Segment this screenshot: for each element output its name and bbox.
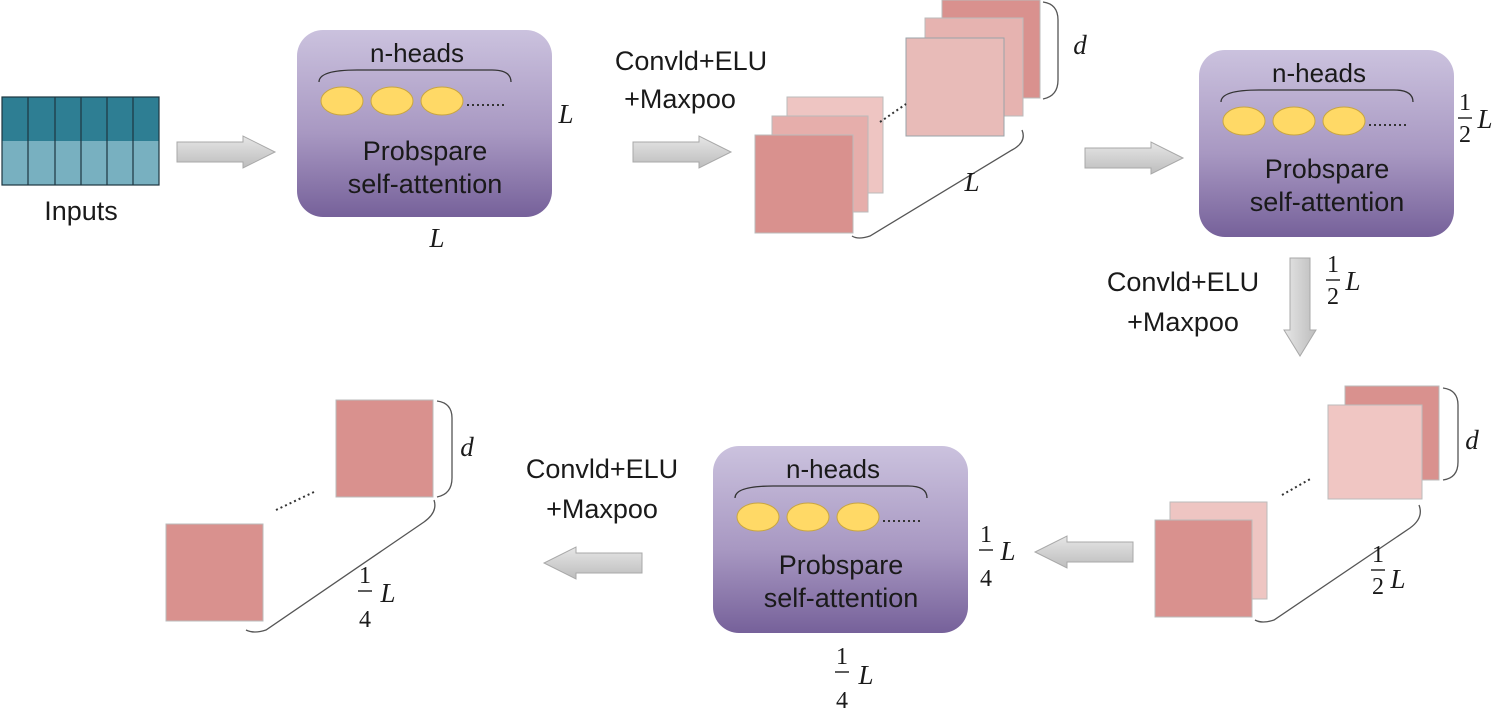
svg-text:1: 1: [1459, 90, 1471, 116]
svg-text:1: 1: [359, 563, 371, 589]
inputs-label: Inputs: [44, 196, 118, 226]
arrow-operation-1: [632, 135, 732, 169]
svg-text:1: 1: [1372, 542, 1384, 568]
svg-text:L: L: [1476, 104, 1492, 134]
attention-block-2-title-line1: Probspare: [1265, 154, 1390, 184]
operation-3-line1: Convld+ELU: [526, 454, 678, 484]
svg-text:L: L: [1389, 564, 1405, 594]
feature-maps-1-length-label: L: [963, 167, 979, 197]
svg-text:4: 4: [980, 566, 992, 592]
attention-block-2-heads-label: n-heads: [1272, 58, 1366, 88]
svg-text:4: 4: [836, 688, 848, 714]
attention-block-1: n-heads Probspare self-attention: [296, 29, 553, 218]
feature-maps-2-length-label: 1 2 L: [1371, 542, 1406, 600]
attention-block-1-heads-label: n-heads: [370, 38, 464, 68]
svg-text:L: L: [857, 660, 873, 690]
inputs-grid: [1, 96, 160, 186]
feature-maps-1-d-label: d: [1073, 30, 1087, 60]
operation-1-line2: +Maxpoo: [624, 84, 736, 114]
feature-maps-3: [165, 399, 453, 633]
operation-3-line2: +Maxpoo: [546, 494, 658, 524]
arrow-inputs-to-attention-1: [176, 135, 276, 169]
feature-maps-2-d-label: d: [1465, 425, 1479, 455]
attention-block-3-title-line2: self-attention: [764, 583, 919, 613]
attention-block-3-heads-label: n-heads: [786, 454, 880, 484]
svg-text:1: 1: [980, 522, 992, 548]
svg-text:4: 4: [359, 607, 371, 633]
attention-block-2-title-line2: self-attention: [1250, 187, 1405, 217]
attention-block-3: n-heads Probspare self-attention: [712, 445, 969, 634]
arrow-maps-1-to-attention-2: [1084, 141, 1184, 175]
operation-1-line1: Convld+ELU: [615, 46, 767, 76]
operation-2-line1: Convld+ELU: [1107, 267, 1259, 297]
attention-block-3-length-label: 1 4 L: [979, 522, 1016, 592]
attention-block-1-bottom-length-label: L: [428, 223, 444, 253]
feature-maps-2: [1154, 385, 1459, 623]
svg-text:L: L: [999, 536, 1015, 566]
arrow-operation-2: [1283, 257, 1317, 357]
attention-block-3-bottom-length-label: 1 4 L: [835, 644, 874, 714]
arrow-maps-2-to-attention-3: [1034, 535, 1134, 569]
attention-block-1-title-line1: Probspare: [363, 136, 488, 166]
attention-block-2: n-heads Probspare self-attention: [1198, 49, 1455, 238]
svg-text:L: L: [1344, 266, 1360, 296]
attention-block-3-title-line1: Probspare: [779, 550, 904, 580]
svg-text:2: 2: [1459, 122, 1471, 148]
attention-block-2-length-label: 1 2 L: [1458, 90, 1493, 148]
svg-text:2: 2: [1372, 574, 1384, 600]
arrow-operation-3: [543, 546, 643, 580]
attention-block-1-title-line2: self-attention: [348, 169, 503, 199]
operation-2-length-label: 1 2 L: [1326, 252, 1361, 310]
feature-maps-3-d-label: d: [460, 432, 474, 462]
feature-maps-3-length-label: 1 4 L: [358, 563, 396, 633]
svg-text:L: L: [379, 578, 395, 608]
svg-text:2: 2: [1327, 284, 1339, 310]
feature-maps-1: [754, 0, 1059, 239]
attention-block-1-length-label: L: [557, 99, 573, 129]
operation-2-line2: +Maxpoo: [1127, 307, 1239, 337]
svg-text:1: 1: [1327, 252, 1339, 278]
svg-text:1: 1: [836, 644, 848, 670]
